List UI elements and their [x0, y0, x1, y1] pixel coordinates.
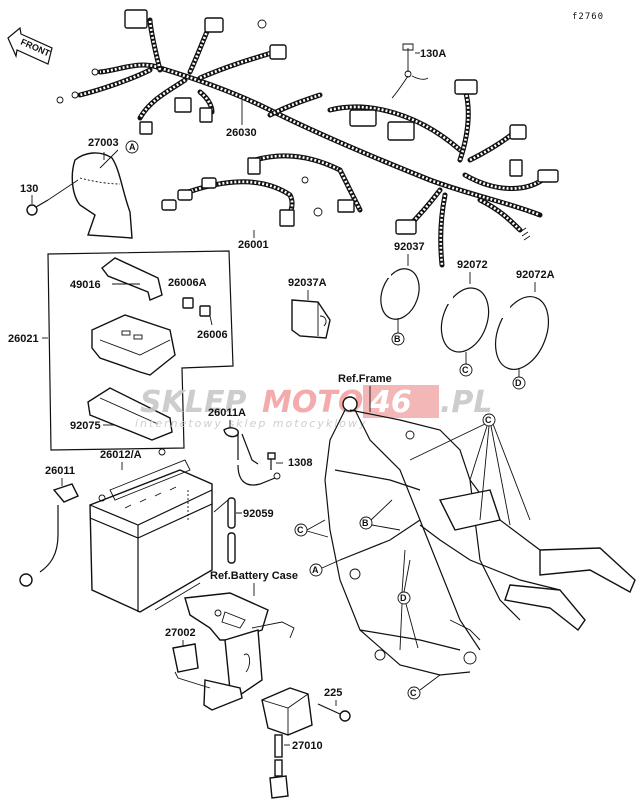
- label-92072: 92072: [457, 259, 488, 271]
- motorcycle-frame: [324, 396, 636, 676]
- band-92072A: 92072A D: [494, 269, 555, 390]
- relay-27002: 27002: [165, 627, 211, 689]
- callout-A-frame: A: [312, 565, 319, 575]
- label-27002: 27002: [165, 627, 196, 639]
- callout-D-band: D: [515, 378, 522, 388]
- clamp-92037A: 92037A: [288, 277, 331, 339]
- main-wiring-harness: 130A 26030: [56, 9, 559, 268]
- callout-C-frame-left: C: [297, 525, 304, 535]
- callout-D-frame: D: [400, 593, 407, 603]
- label-130: 130: [20, 183, 38, 195]
- callout-C-band: C: [462, 365, 469, 375]
- label-26012A: 26012/A: [100, 449, 142, 461]
- horn-27003: 27003 A 130: [20, 137, 139, 239]
- label-92059: 92059: [243, 508, 274, 520]
- label-26011A: 26011A: [208, 407, 246, 419]
- label-26006A: 26006A: [168, 277, 207, 289]
- watermark-tagline: internetowy sklep motocyklowy: [135, 417, 368, 430]
- figure-code: f2760: [572, 12, 604, 22]
- band-92072: 92072 C: [440, 259, 490, 377]
- front-direction-arrow: FRONT: [7, 26, 53, 65]
- label-26030: 26030: [226, 127, 257, 139]
- callout-C-frame-bottom: C: [410, 688, 417, 698]
- label-130A: 130A: [420, 48, 446, 60]
- watermark-pl: .PL: [440, 385, 493, 420]
- ref-battery-case-label: Ref.Battery Case: [210, 570, 298, 582]
- label-225: 225: [324, 687, 342, 699]
- fuse-box-group-26021: 26021 49016 26006A 26006 92075: [8, 250, 234, 451]
- label-49016: 49016: [70, 279, 101, 291]
- callout-B-frame: B: [362, 518, 369, 528]
- ref-frame-label: Ref.Frame: [338, 373, 392, 385]
- callout-B-band: B: [394, 334, 401, 344]
- cable-26011A: 26011A 1308: [208, 407, 312, 486]
- cable-26011: 26011: [19, 465, 79, 587]
- sub-harness-26001: 26001: [238, 230, 269, 251]
- watermark-46: 46: [369, 385, 412, 420]
- label-27010: 27010: [292, 740, 323, 752]
- label-27003: 27003: [88, 137, 119, 149]
- label-92037: 92037: [394, 241, 425, 253]
- label-92072A: 92072A: [516, 269, 555, 281]
- watermark-sklep: SKLEP: [140, 385, 246, 420]
- watermark: SKLEP MOTO 46 .PL internetowy sklep moto…: [135, 385, 493, 430]
- starter-relay-27010: 27010: [261, 687, 323, 799]
- battery-26012A: 26012/A: [89, 448, 213, 613]
- label-26001: 26001: [238, 239, 269, 251]
- label-92037A: 92037A: [288, 277, 327, 289]
- label-92075: 92075: [70, 420, 101, 432]
- label-26006: 26006: [197, 329, 228, 341]
- callout-C-frame-top: C: [485, 415, 492, 425]
- bolt-225: 225: [317, 687, 351, 722]
- label-1308: 1308: [288, 457, 312, 469]
- label-26021: 26021: [8, 333, 39, 345]
- label-26011: 26011: [45, 465, 75, 477]
- tube-92059: 92059: [213, 497, 274, 564]
- battery-case-bracket: [184, 592, 295, 711]
- callout-A-horn: A: [129, 142, 136, 152]
- band-92037: 92037 B: [380, 241, 425, 346]
- frame-callouts: C C B A D C: [294, 413, 531, 700]
